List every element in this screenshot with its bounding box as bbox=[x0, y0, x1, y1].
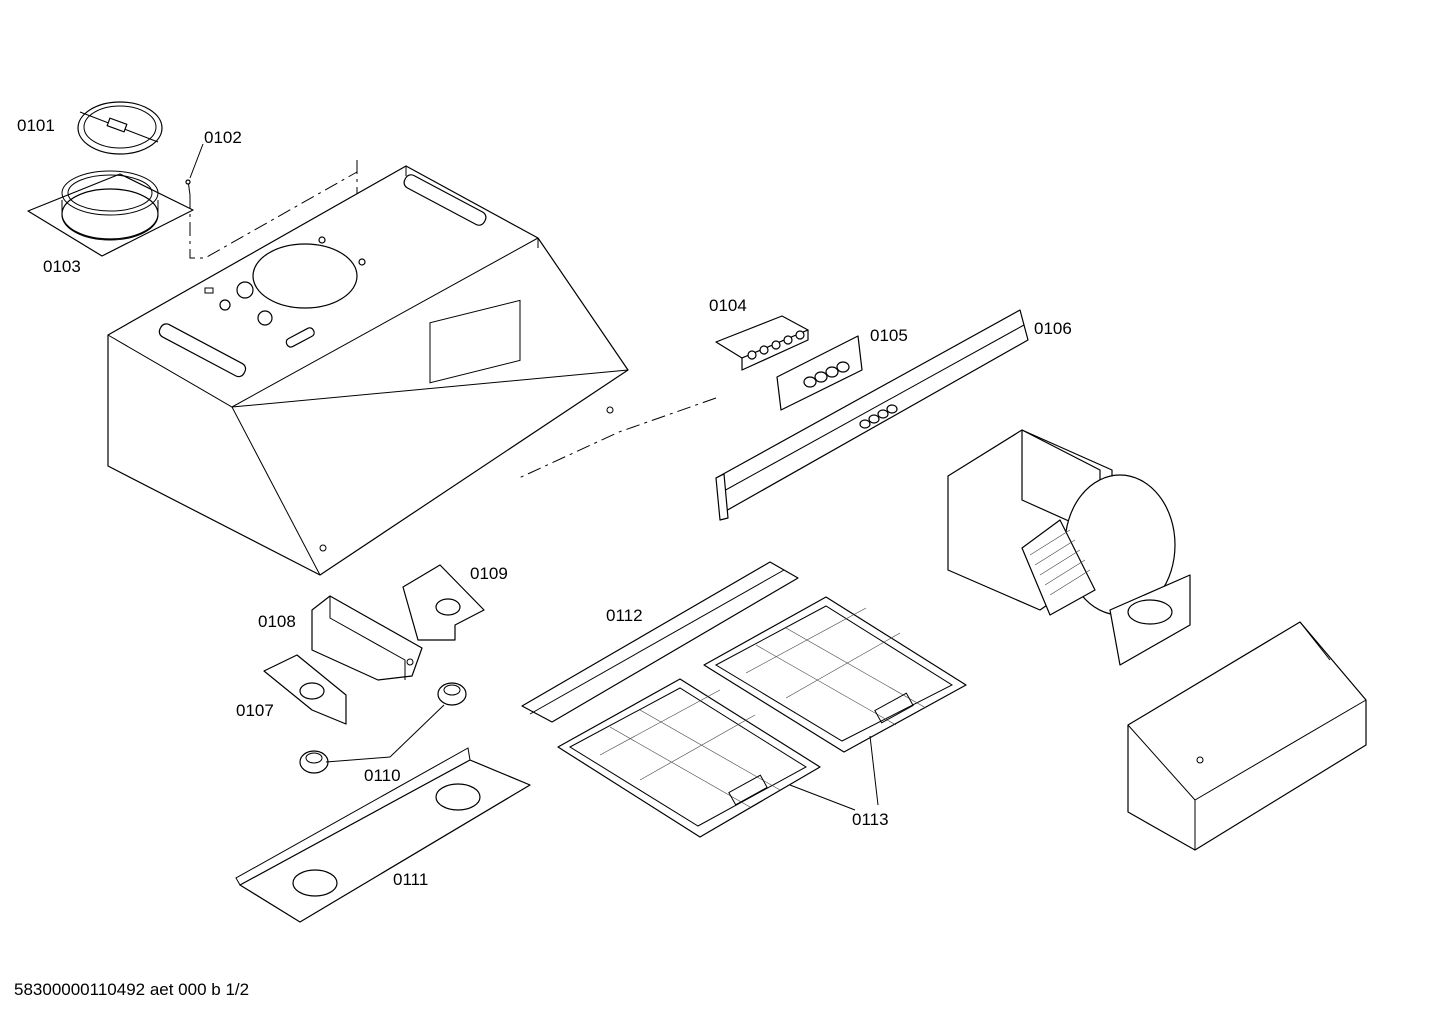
part-0111-lamp-rail bbox=[235, 747, 531, 923]
part-0104-control-module bbox=[715, 315, 809, 371]
part-0102-screw bbox=[185, 179, 191, 196]
part-0101-damper-ring bbox=[77, 101, 163, 155]
part-0103-duct-collar bbox=[27, 170, 194, 257]
label-0112: 0112 bbox=[606, 606, 643, 625]
label-0105: 0105 bbox=[870, 326, 908, 345]
label-0113: 0113 bbox=[852, 810, 889, 829]
drawing-id: 58300000110492 aet 000 b 1/2 bbox=[14, 980, 250, 999]
label-0101: 0101 bbox=[17, 116, 55, 135]
part-0106-front-strip bbox=[715, 309, 1029, 521]
part-0113-grease-filter-2 bbox=[703, 596, 967, 753]
side-bracket bbox=[1127, 621, 1367, 851]
part-0112-filter-strip bbox=[521, 561, 799, 723]
label-0107: 0107 bbox=[236, 701, 274, 720]
label-0111: 0111 bbox=[393, 870, 428, 889]
label-0102: 0102 bbox=[204, 128, 242, 147]
leader-lines bbox=[189, 143, 879, 811]
part-0108-bracket bbox=[311, 595, 423, 681]
label-0110: 0110 bbox=[364, 766, 401, 785]
label-0109: 0109 bbox=[470, 564, 508, 583]
label-0106: 0106 bbox=[1034, 319, 1072, 338]
label-0104: 0104 bbox=[709, 296, 747, 315]
blower-assembly bbox=[947, 429, 1191, 666]
label-0103: 0103 bbox=[43, 257, 81, 276]
hood-body bbox=[107, 165, 629, 576]
label-0108: 0108 bbox=[258, 612, 296, 631]
part-0109-bracket bbox=[402, 564, 485, 641]
part-0105-button-panel bbox=[776, 335, 863, 411]
part-0113-grease-filter-1 bbox=[557, 678, 821, 838]
part-0107-plate bbox=[263, 654, 347, 725]
